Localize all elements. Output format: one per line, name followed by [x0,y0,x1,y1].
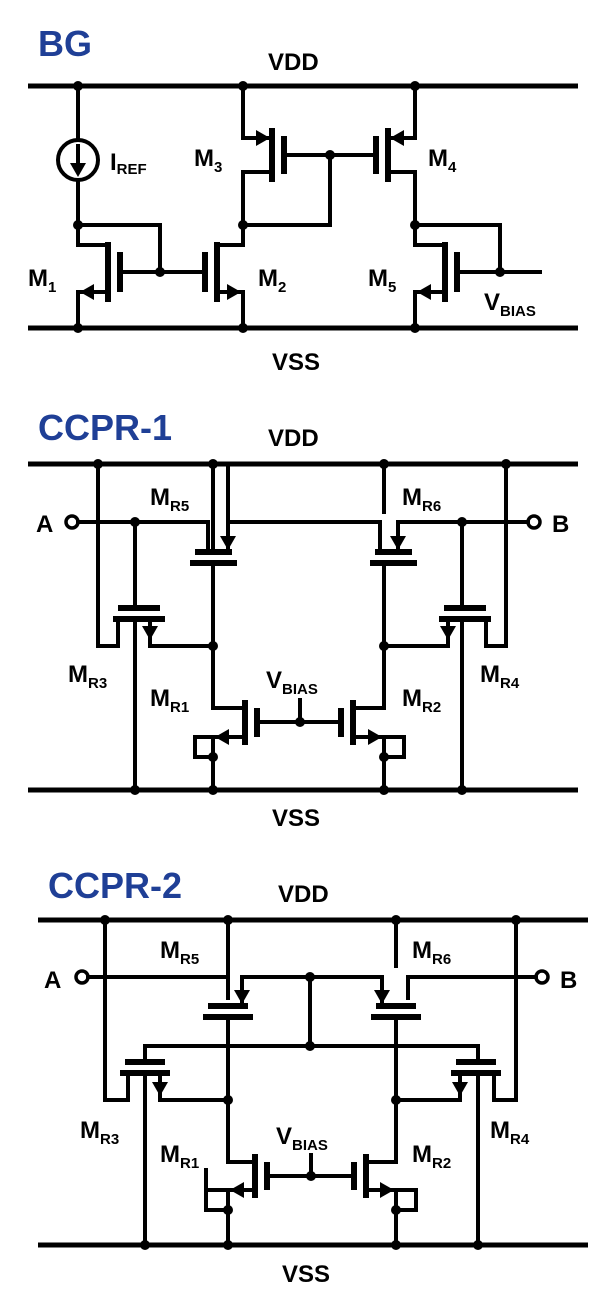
bg-m2-label: M2 [258,265,286,296]
ccpr2-vdd-label: VDD [278,881,329,908]
ccpr1-terminal-b-label: B [552,511,569,538]
ccpr1-mr1-label: MR1 [150,685,189,716]
ccpr1-terminal-a-label: A [36,511,53,538]
ccpr2-mr1-label: MR1 [160,1141,199,1172]
ccpr1-vss-label: VSS [272,805,320,832]
ccpr2-mr2-label: MR2 [412,1141,451,1172]
bg-m2 [202,223,245,330]
ccpr2-terminal-a-label: A [44,967,61,994]
ccpr1-mr2-label: MR2 [402,685,441,716]
ccpr1-circuit: CCPR-1 VDD VSS A B MR5 MR6 [28,407,578,832]
ccpr2-mr3-label: MR3 [80,1117,119,1148]
ccpr2-mr4 [394,918,518,1247]
ccpr1-mr3-label: MR3 [68,661,107,692]
ccpr1-mr3 [96,462,215,792]
ccpr2-vbias-label: VBIAS [276,1123,328,1154]
ccpr1-mr4 [382,462,508,792]
bg-vdd-label: VDD [268,49,319,76]
ccpr1-mr6-label: MR6 [402,484,441,515]
bg-title: BG [38,23,92,64]
bg-m5 [413,223,542,330]
bg-m1 [76,223,162,330]
ccpr2-mr6-label: MR6 [412,937,451,968]
ccpr2-terminal-b-label: B [560,967,577,994]
bg-vbias-label: VBIAS [484,289,536,320]
ccpr2-mr2 [351,1098,418,1247]
ccpr1-title: CCPR-1 [38,407,172,448]
ccpr2-vss-label: VSS [282,1261,330,1288]
bg-m1-label: M1 [28,265,56,296]
bg-iref-label: IREF [110,149,147,178]
ccpr2-mr6 [308,918,421,1102]
ccpr1-vdd-label: VDD [268,425,319,452]
ccpr2-mr5 [203,918,312,1102]
bg-m3-label: M3 [194,145,222,176]
ccpr2-title: CCPR-2 [48,865,182,906]
ccpr2-mr4-label: MR4 [490,1117,530,1148]
ccpr1-mr1 [193,644,260,792]
bg-m4 [373,84,417,227]
bg-vss-label: VSS [272,349,320,376]
bg-iref-source [56,84,100,227]
bg-m4-label: M4 [428,145,457,176]
ccpr1-mr5-label: MR5 [150,484,189,515]
bg-circuit: BG VDD VSS IREF M1 M2 [28,23,578,376]
ccpr1-mr5 [190,462,382,648]
ccpr2-mr5-label: MR5 [160,937,199,968]
ccpr1-mr2 [338,644,406,792]
bg-m3 [241,84,287,227]
ccpr1-vbias-label: VBIAS [266,667,318,698]
ccpr2-mr1 [204,1098,270,1247]
ccpr1-mr6 [370,462,417,648]
ccpr2-mr3 [103,918,230,1247]
bg-m5-label: M5 [368,265,396,296]
ccpr1-mr4-label: MR4 [480,661,520,692]
ccpr2-circuit: CCPR-2 VDD VSS A B MR5 MR6 [38,865,588,1288]
